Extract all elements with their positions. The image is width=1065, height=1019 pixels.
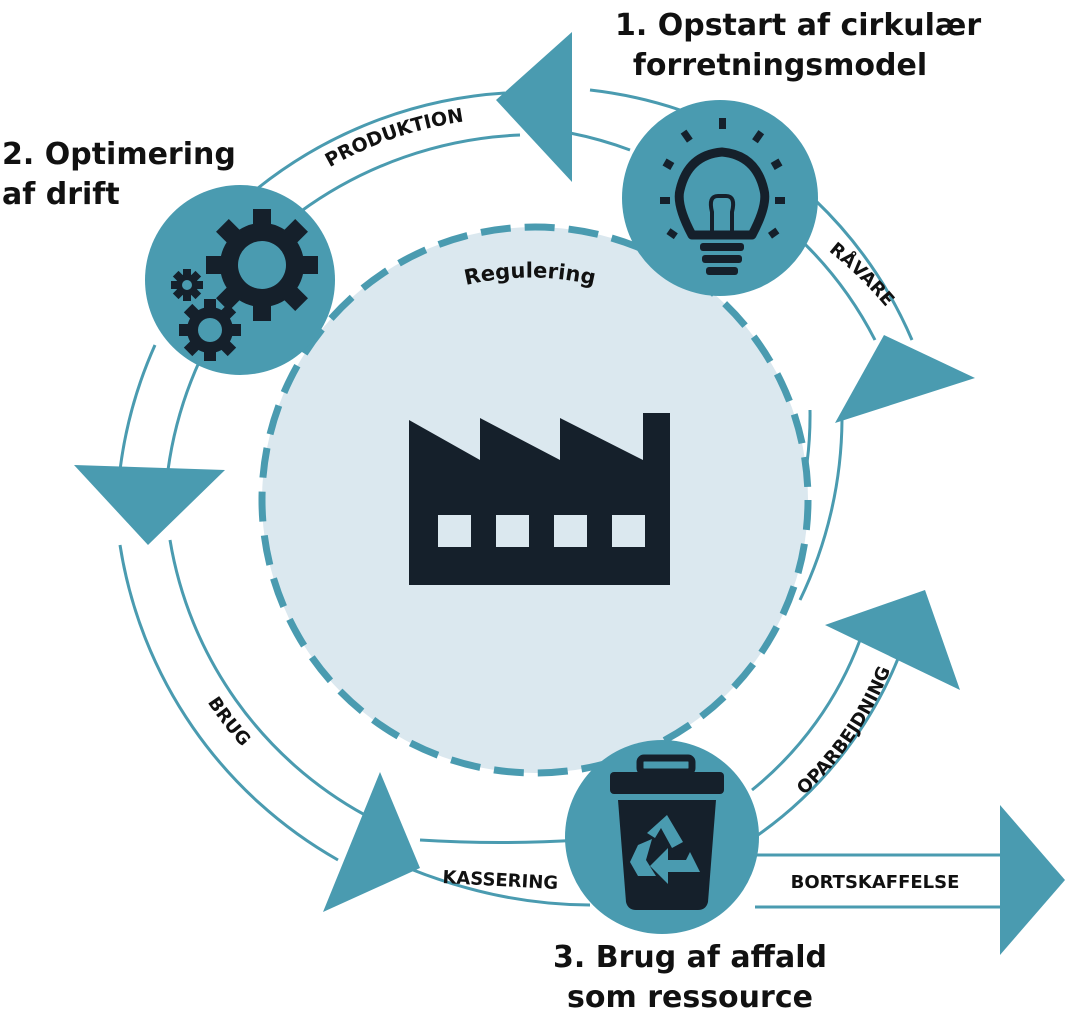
flow-label-bortskaffelse: BORTSKAFFELSE <box>791 872 960 893</box>
ring-left-upper-outer <box>118 344 157 471</box>
ring-raavare-outer <box>813 198 914 341</box>
stage2-title: 2. Optimering af drift <box>2 135 236 215</box>
ring-opar-inner <box>751 639 862 792</box>
stage2-title-line2: af drift <box>2 177 120 212</box>
ring-right-lower-outer <box>798 419 844 601</box>
arrow-brug <box>74 465 225 545</box>
gears-icon <box>171 209 318 361</box>
arrow-bortskaffelse <box>1000 805 1065 955</box>
stage1-title-line1: 1. Opstart af cirkulær <box>615 8 982 43</box>
flow-label-kassering: KASSERING <box>442 867 559 894</box>
flow-label-brug: BRUG <box>203 693 254 750</box>
ring-kassering-outer <box>407 866 591 907</box>
stage2-title-line1: 2. Optimering <box>2 137 236 172</box>
flow-arrows <box>74 32 1065 955</box>
stage3-title-line1: 3. Brug af affald <box>553 940 827 975</box>
ring-top-right-inner <box>569 131 631 152</box>
recycle-bin-icon <box>610 754 724 910</box>
ring-top-right-outer <box>589 88 681 112</box>
arrow-raavare <box>835 335 975 423</box>
factory-icon <box>409 413 670 585</box>
bortskaffelse-channel <box>755 853 1000 909</box>
lightbulb-icon <box>660 118 785 275</box>
stage1-title: 1. Opstart af cirkulær forretningsmodel <box>615 6 982 86</box>
arrow-kassering <box>323 772 420 912</box>
ring-produktion-outer <box>257 91 506 190</box>
ring-brug-outer <box>118 544 339 862</box>
ring-produktion-inner <box>299 133 521 214</box>
ring-opar-outer <box>757 639 907 837</box>
ring-kassering-inner <box>419 838 581 844</box>
stage1-title-line2: forretningsmodel <box>632 48 928 83</box>
stage3-title-line2: som ressource <box>567 980 813 1015</box>
stage3-title: 3. Brug af affald som ressource <box>540 938 840 1018</box>
arrow-produktion <box>496 32 572 182</box>
ring-brug-inner <box>168 539 366 817</box>
ring-left-upper-inner <box>166 359 202 471</box>
flow-label-raavare: RÅVARE <box>825 238 898 310</box>
arrow-oparbejdning <box>825 590 960 690</box>
